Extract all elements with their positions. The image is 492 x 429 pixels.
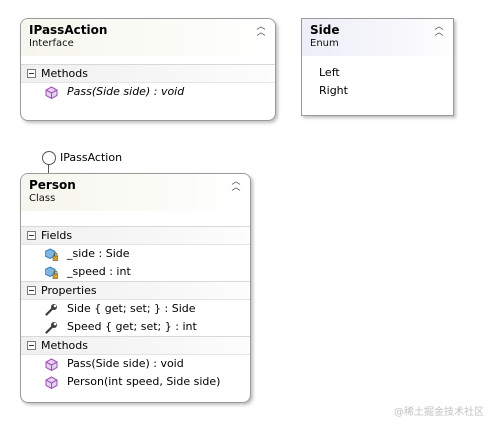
interface-lollipop-icon [42,151,56,165]
lollipop-connector [48,164,49,173]
person-fields-section[interactable]: Fields [21,226,250,245]
method-cube-icon [45,86,58,99]
ipassaction-header: IPassAction Interface ︿︿ [21,19,275,56]
lollipop-label: IPassAction [60,151,123,164]
watermark: @稀土掘金技术社区 [394,407,484,418]
property-wrench-icon [45,322,57,334]
method-label: Person(int speed, Side side) [67,375,221,388]
method-cube-icon [45,358,58,371]
person-title: Person [29,178,76,192]
property-label: Speed { get; set; } : int [67,320,197,333]
field-lock-icon [45,248,58,261]
minus-box-icon[interactable] [27,69,36,78]
field-label: _speed : int [67,265,131,278]
property-item[interactable]: Side { get; set; } : Side [21,300,250,318]
double-chevron-up-icon[interactable]: ︿︿ [231,177,241,193]
minus-box-icon[interactable] [27,231,36,240]
side-header: Side Enum ︿︿ [302,19,453,56]
enum-value-right[interactable]: Right [319,84,348,97]
person-methods-section[interactable]: Methods [21,336,250,355]
person-header: Person Class ︿︿ [21,174,250,211]
field-lock-icon [45,266,58,279]
person-class-box[interactable]: Person Class ︿︿ Fields _side : Side _spe… [20,173,251,403]
method-item[interactable]: Pass(Side side) : void [21,355,250,373]
field-label: _side : Side [67,247,130,260]
section-label: Methods [41,339,88,352]
field-item[interactable]: _side : Side [21,245,250,263]
enum-value-left[interactable]: Left [319,66,340,79]
side-enum-box[interactable]: Side Enum ︿︿ Left Right [301,18,454,116]
method-item[interactable]: Person(int speed, Side side) [21,373,250,391]
person-properties-section[interactable]: Properties [21,281,250,300]
ipassaction-title: IPassAction [29,23,108,37]
ipassaction-interface-box[interactable]: IPassAction Interface ︿︿ Methods Pass(Si… [20,18,276,121]
method-label: Pass(Side side) : void [67,85,185,98]
field-item[interactable]: _speed : int [21,263,250,281]
side-stereotype: Enum [310,38,339,49]
person-stereotype: Class [29,193,56,204]
ipassaction-stereotype: Interface [29,38,74,49]
property-label: Side { get; set; } : Side [67,302,196,315]
section-label: Methods [41,67,88,80]
property-item[interactable]: Speed { get; set; } : int [21,318,250,336]
section-label: Properties [41,284,97,297]
side-title: Side [310,23,340,37]
method-cube-icon [45,376,58,389]
minus-box-icon[interactable] [27,286,36,295]
ipassaction-methods-section[interactable]: Methods [21,64,275,83]
property-wrench-icon [45,304,57,316]
double-chevron-up-icon[interactable]: ︿︿ [434,22,444,38]
section-label: Fields [41,229,73,242]
method-label: Pass(Side side) : void [67,357,184,370]
minus-box-icon[interactable] [27,341,36,350]
double-chevron-up-icon[interactable]: ︿︿ [256,22,266,38]
method-item[interactable]: Pass(Side side) : void [21,83,275,101]
